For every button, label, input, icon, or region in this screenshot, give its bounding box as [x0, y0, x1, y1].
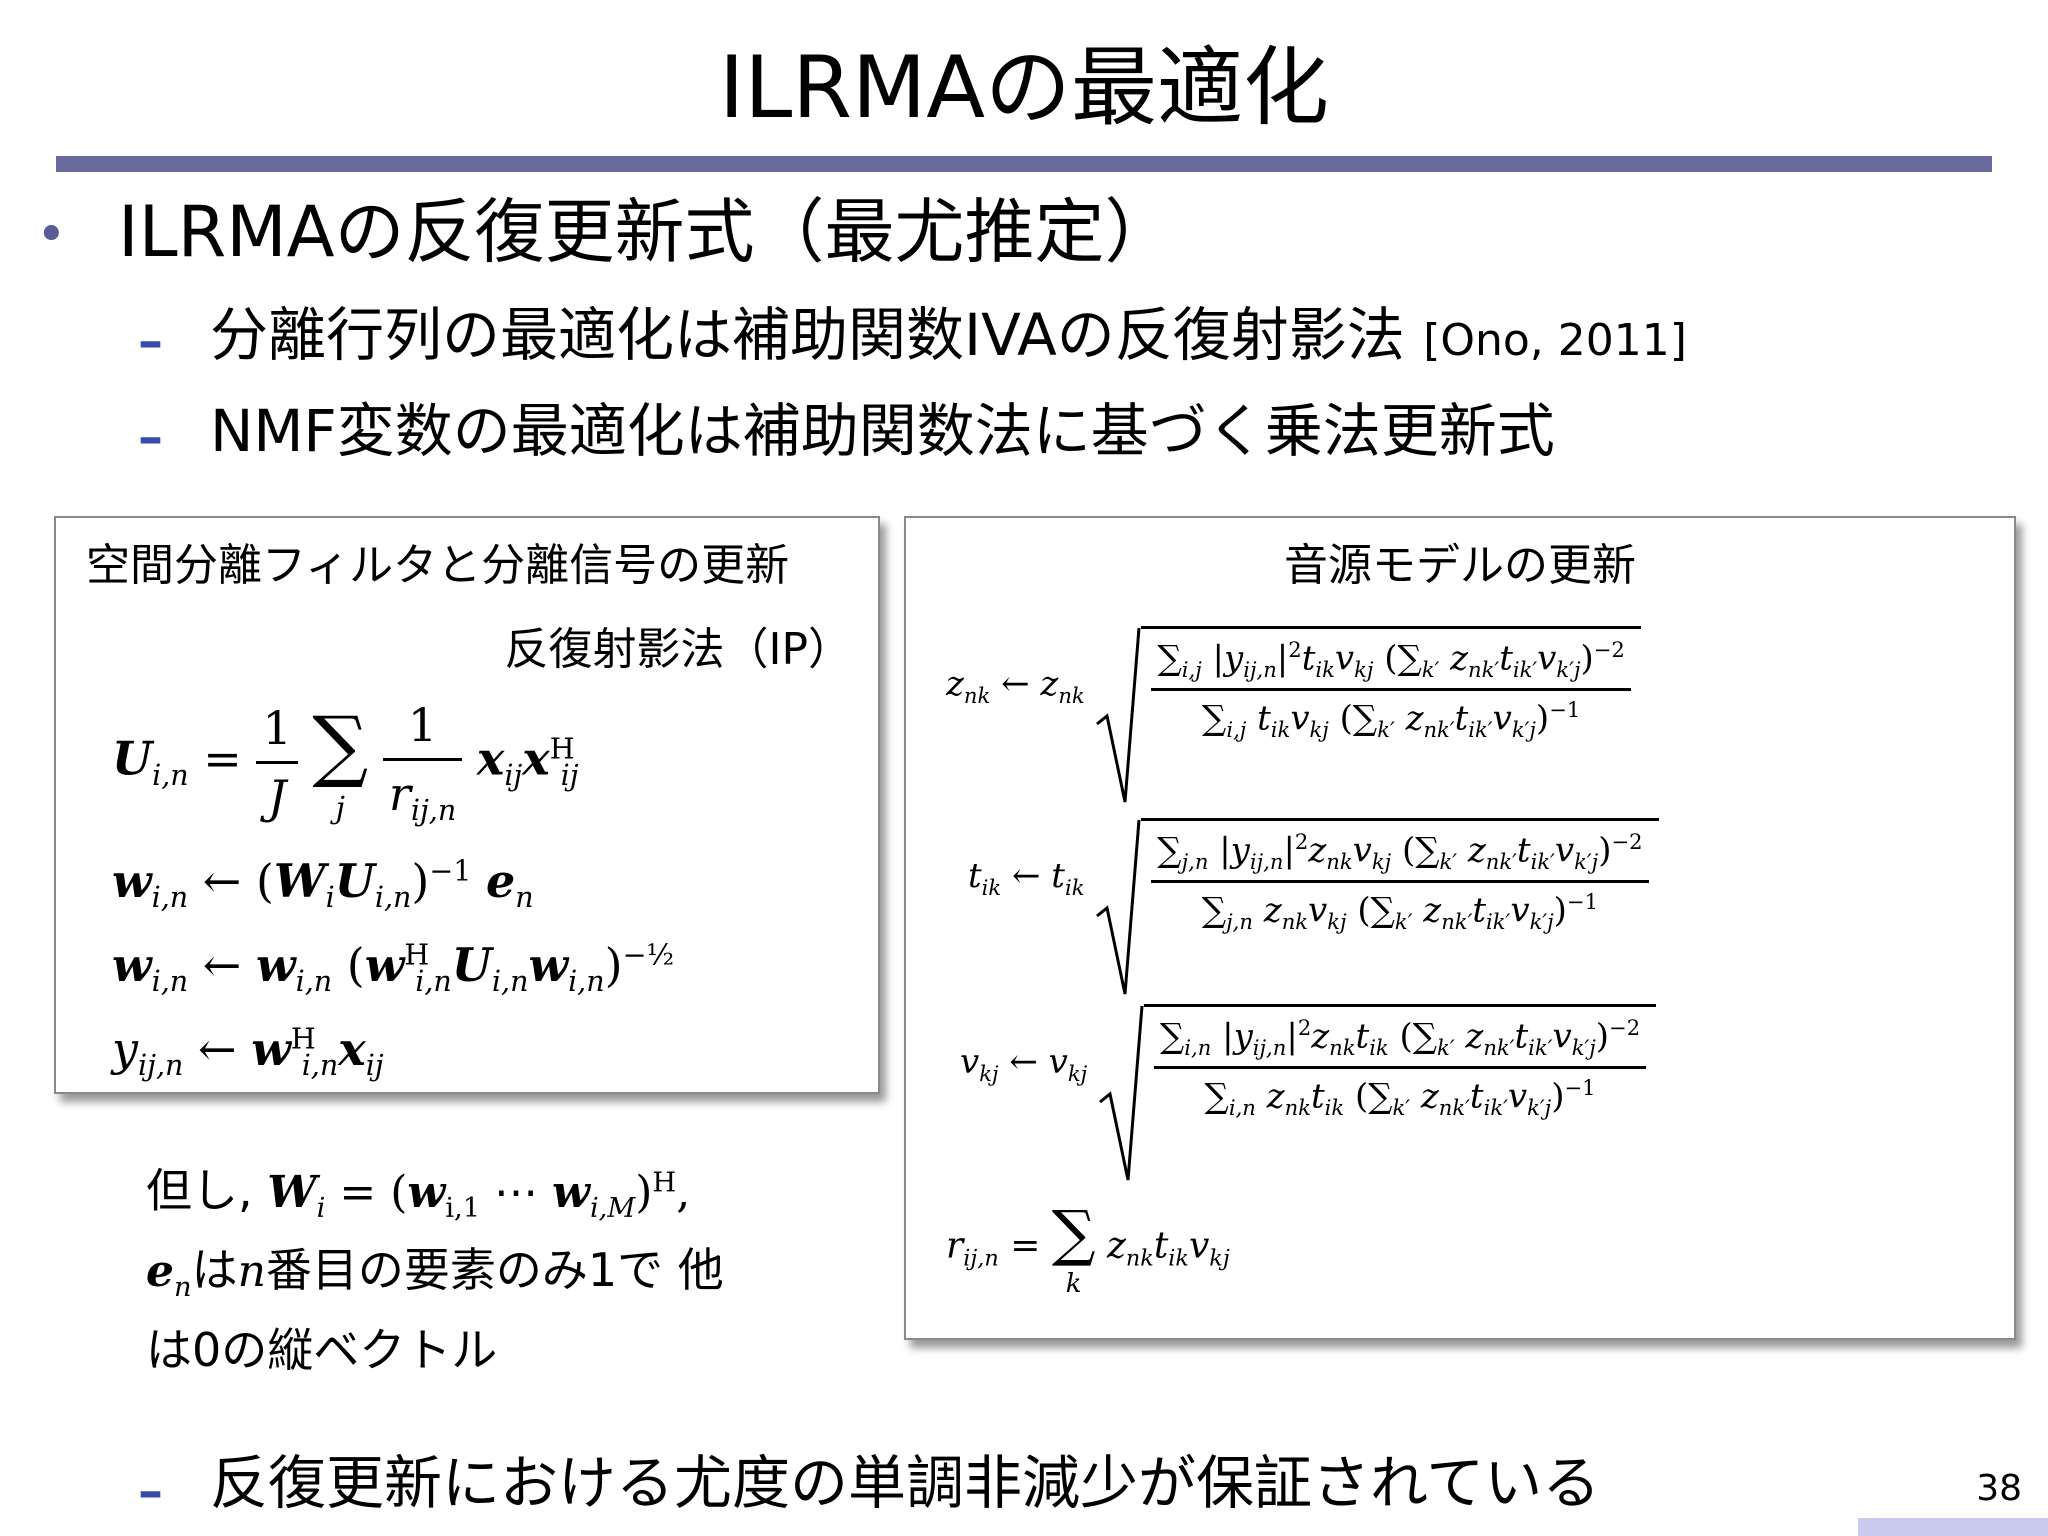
corner-accent — [1858, 1518, 2048, 1536]
left-box-subheading: 反復射影法（IP） — [504, 624, 852, 675]
main-bullet: ILRMAの反復更新式（最尤推定） — [118, 191, 1175, 273]
note-line-1: 但し, Wi = (wi,1 ⋯ wi,M)H, — [146, 1163, 691, 1224]
page-number: 38 — [1976, 1468, 2022, 1509]
sub-bullet-3: 反復更新における尤度の単調非減少が保証されている — [210, 1449, 1601, 1517]
dash-icon: – — [138, 312, 163, 370]
note-line-2: enはn番目の要素のみ1で 他 — [146, 1243, 724, 1304]
title-underline — [56, 156, 1992, 172]
sub-bullet-1: 分離行列の最適化は補助関数IVAの反復射影法 [Ono, 2011] — [210, 300, 1687, 376]
citation: [Ono, 2011] — [1423, 315, 1687, 366]
note-line-3: は0の縦ベクトル — [146, 1323, 498, 1378]
equation-r: rij,n = ∑k znktikvkj — [946, 1198, 1230, 1299]
note-text: 但し, Wi = (wi,1 ⋯ wi,M)H, enはn番目の要素のみ1で 他… — [146, 1152, 724, 1381]
equation-v: vkj ← vkj ∑i,n |yij,n|2znktik (∑k′ znk′t… — [960, 1004, 1657, 1181]
dash-icon: – — [138, 1462, 163, 1520]
equation-w-normalize: wi,n ← wi,n (wHi,nUi,nwi,n)−½ — [112, 938, 675, 999]
bullet-dot-icon: • — [36, 205, 67, 265]
equation-y: yij,n ← wHi,nxij — [112, 1022, 384, 1083]
dash-icon: – — [138, 408, 163, 466]
equation-z: znk ← znk ∑i,j |yij,n|2tikvkj (∑k′ znk′t… — [946, 626, 1641, 803]
right-box-heading: 音源モデルの更新 — [1284, 540, 1636, 591]
left-box-heading: 空間分離フィルタと分離信号の更新 — [86, 540, 790, 591]
equation-w-update: wi,n ← (WiUi,n)−1 en — [112, 854, 534, 915]
sub-bullet-1-text: 分離行列の最適化は補助関数IVAの反復射影法 — [210, 301, 1405, 369]
source-model-box: 音源モデルの更新 znk ← znk ∑i,j |yij,n|2tikvkj (… — [904, 516, 2016, 1340]
equation-t: tik ← tik ∑j,n |yij,n|2znkvkj (∑k′ znk′t… — [968, 818, 1659, 995]
slide-title: ILRMAの最適化 — [718, 38, 1330, 138]
sub-bullet-2: NMF変数の最適化は補助関数法に基づく乗法更新式 — [210, 397, 1555, 465]
